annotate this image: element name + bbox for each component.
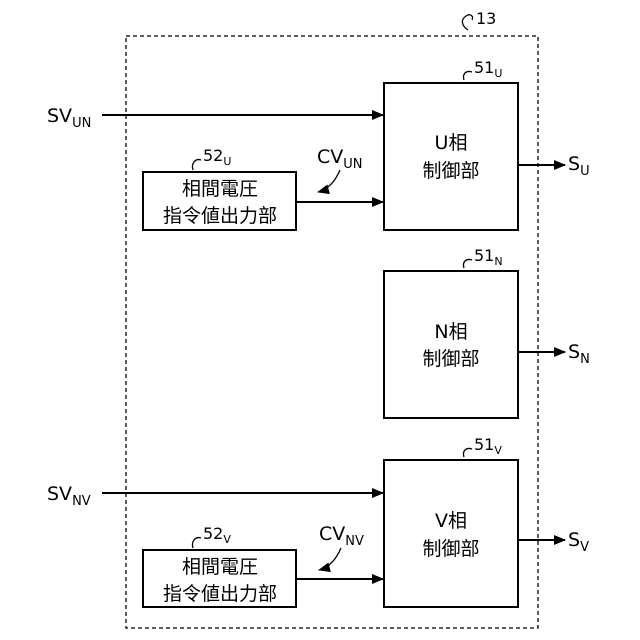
nv-cmd-block-line2: 指令値出力部	[163, 583, 277, 605]
cv-nv-leader	[319, 548, 341, 570]
v-phase-control-block	[384, 460, 518, 607]
unit-ref-label: 13	[476, 9, 496, 28]
u-phase-ref-leader	[463, 71, 472, 80]
v-phase-ref-label: 51V	[474, 435, 502, 457]
un-cmd-ref-label: 52U	[203, 146, 231, 168]
u-phase-block-line2: 制御部	[422, 160, 479, 182]
cv-nv-label: CVNV	[319, 523, 364, 549]
n-phase-block-line1: N相	[434, 321, 467, 343]
nv-cmd-ref-label: 52V	[203, 524, 231, 546]
n-phase-ref-leader	[463, 259, 472, 268]
n-phase-control-block	[384, 271, 518, 418]
cv-un-leader	[318, 170, 340, 192]
nv-cmd-block-line1: 相間電圧	[182, 556, 258, 578]
sv-un-label: SVUN	[47, 105, 91, 131]
v-phase-block-line2: 制御部	[422, 538, 479, 560]
nv-cmd-ref-leader	[192, 538, 201, 548]
u-phase-ref-label: 51U	[474, 58, 502, 80]
n-phase-ref-label: 51N	[474, 246, 503, 268]
v-phase-block-line1: V相	[435, 510, 467, 532]
un-cmd-block-line2: 指令値出力部	[163, 205, 277, 227]
su-label: SU	[568, 153, 590, 179]
sv-nv-label: SVNV	[47, 483, 91, 509]
cv-un-label: CVUN	[317, 146, 363, 172]
un-cmd-ref-leader	[192, 160, 201, 170]
n-phase-block-line2: 制御部	[422, 348, 479, 370]
sn-label: SN	[568, 341, 590, 367]
v-phase-ref-leader	[463, 448, 472, 457]
u-phase-block-line1: U相	[435, 132, 468, 154]
un-cmd-block-line1: 相間電圧	[182, 178, 258, 200]
sv-out-label: SV	[568, 529, 589, 555]
unit-ref-leader	[462, 15, 472, 30]
u-phase-control-block	[384, 83, 518, 230]
